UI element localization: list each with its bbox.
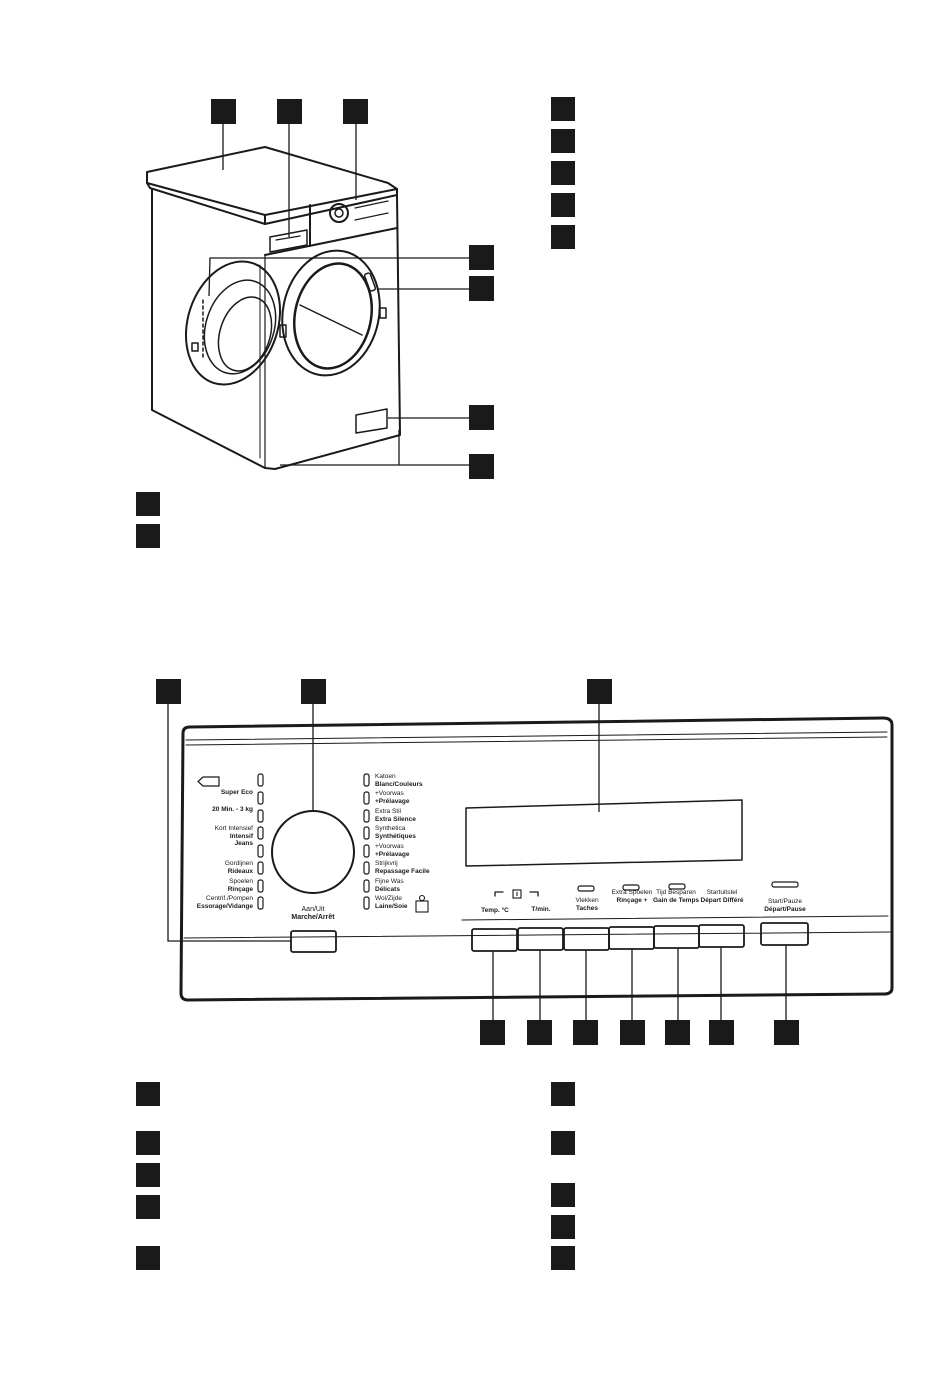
machine-front (264, 194, 401, 470)
legend-marker (136, 1163, 160, 1187)
callout-marker (527, 1020, 552, 1045)
callout-marker (709, 1020, 734, 1045)
legend-marker (136, 1246, 160, 1270)
panel-outline (179, 716, 894, 1002)
legend-marker (551, 1246, 575, 1270)
callout-marker (620, 1020, 645, 1045)
callout-marker (156, 679, 181, 704)
lock-icon (512, 889, 522, 899)
spin-label: T/min. (531, 906, 551, 913)
program-label: +Voorwas+Prélavage (375, 843, 410, 858)
program-label: Super Eco (220, 789, 253, 796)
open-door (184, 260, 282, 386)
temp-label: Temp. °C (481, 907, 509, 914)
machine-top (146, 146, 398, 216)
legend-marker (551, 161, 575, 185)
callout-marker (573, 1020, 598, 1045)
callout-marker (469, 245, 494, 270)
callout-marker (774, 1020, 799, 1045)
detergent-drawer (269, 229, 308, 253)
callout-marker (480, 1020, 505, 1045)
callout-marker (469, 405, 494, 430)
callout-marker (665, 1020, 690, 1045)
callout-marker (587, 679, 612, 704)
legend-marker (551, 225, 575, 249)
program-label: +Voorwas+Prélavage (375, 790, 410, 805)
callout-marker (211, 99, 236, 124)
power-button[interactable] (291, 931, 336, 952)
legend-marker (136, 1131, 160, 1155)
legend-marker (551, 129, 575, 153)
legend-marker (551, 1082, 575, 1106)
start-pause-button[interactable] (761, 923, 808, 945)
stain-button[interactable] (564, 928, 609, 950)
legend-marker (551, 97, 575, 121)
legend-marker (136, 1082, 160, 1106)
legend-marker (136, 524, 160, 548)
legend-marker (551, 1131, 575, 1155)
legend-marker (551, 193, 575, 217)
program-selector-knob[interactable] (272, 811, 354, 893)
spin-button[interactable] (518, 928, 563, 950)
extra-rinse-button[interactable] (609, 927, 654, 949)
legend-marker (136, 1195, 160, 1219)
legend-marker (551, 1183, 575, 1207)
callout-marker (301, 679, 326, 704)
wool-icon (415, 894, 429, 913)
filter-flap (355, 408, 388, 434)
porthole-ring (281, 249, 381, 377)
delay-start-button[interactable] (699, 925, 744, 947)
machine-side (151, 189, 266, 469)
temp-button[interactable] (472, 929, 517, 951)
callout-marker (469, 454, 494, 479)
callout-marker (343, 99, 368, 124)
callout-marker (277, 99, 302, 124)
legend-marker (136, 492, 160, 516)
time-save-button[interactable] (654, 926, 699, 948)
program-label: Jeans (234, 840, 253, 847)
display-window (465, 799, 743, 867)
legend-marker (551, 1215, 575, 1239)
program-label: 20 Min. - 3 kg (212, 806, 253, 813)
program-knob (329, 203, 349, 223)
door-icon (197, 776, 220, 787)
callout-marker (469, 276, 494, 301)
